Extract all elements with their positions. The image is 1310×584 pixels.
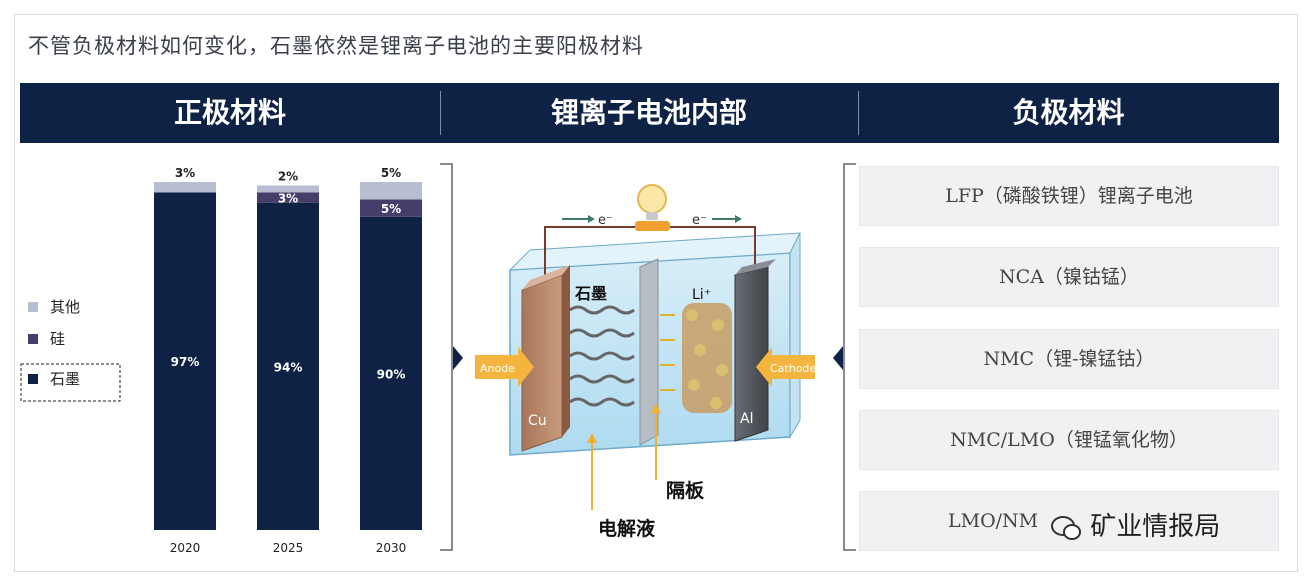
material-item: LFP（磷酸铁锂）锂离子电池 bbox=[859, 166, 1279, 226]
lithium-ion-arrows bbox=[660, 314, 675, 391]
electrolyte-label: 电解液 bbox=[598, 517, 656, 540]
material-item: LMO/NM bbox=[859, 491, 1279, 551]
x-tick-label: 2020 bbox=[170, 541, 201, 555]
section-divider bbox=[440, 91, 441, 135]
wechat-icon bbox=[1051, 515, 1081, 540]
separator-plate bbox=[639, 258, 659, 446]
legend-highlight-box bbox=[20, 363, 121, 402]
bar-segment-2030 bbox=[360, 182, 422, 200]
legend-swatch bbox=[28, 302, 38, 312]
data-label: 97% bbox=[171, 355, 200, 369]
section-header-bar: 正极材料 锂离子电池内部 负极材料 bbox=[20, 83, 1279, 143]
legend-label: 石墨 bbox=[50, 370, 80, 388]
bar-segment-2025 bbox=[257, 202, 319, 530]
al-label: Al bbox=[740, 411, 753, 427]
data-label: 3% bbox=[175, 166, 195, 180]
x-tick-label: 2030 bbox=[376, 541, 407, 555]
section-divider bbox=[858, 91, 859, 135]
bar-segment-2030 bbox=[360, 199, 422, 217]
section-cathode-title: 正极材料 bbox=[173, 96, 286, 129]
electron-label-right: e⁻ bbox=[692, 213, 707, 228]
electron-label-left: e⁻ bbox=[598, 213, 613, 228]
section-anode-title: 负极材料 bbox=[1012, 96, 1125, 129]
legend-swatch bbox=[28, 334, 38, 344]
svg-text:Cathode: Cathode bbox=[770, 362, 816, 375]
bar-segment-2025 bbox=[257, 185, 319, 193]
bar-segment-2030 bbox=[360, 216, 422, 531]
section-battery-title: 锂离子电池内部 bbox=[550, 96, 747, 129]
legend-label: 硅 bbox=[50, 330, 65, 348]
bracket-right bbox=[833, 163, 856, 551]
graphite-label: 石墨 bbox=[574, 284, 607, 303]
watermark-text: 矿业情报局 bbox=[1090, 512, 1221, 542]
material-item: NMC（锂-镍锰钴） bbox=[859, 329, 1279, 389]
data-label: 2% bbox=[278, 169, 298, 183]
headline: 不管负极材料如何变化，石墨依然是锂离子电池的主要阳极材料 bbox=[28, 34, 644, 58]
wire-left bbox=[544, 226, 635, 280]
bar-segment-2020 bbox=[154, 182, 216, 193]
separator-label: 隔板 bbox=[666, 479, 705, 502]
cathode-crystal-cluster bbox=[682, 303, 732, 413]
light-bulb-icon bbox=[635, 184, 670, 231]
material-item: NMC/LMO（锂锰氧化物） bbox=[859, 410, 1279, 470]
legend-swatch bbox=[28, 374, 38, 384]
anode-tag: Anode bbox=[475, 347, 534, 387]
bar-segment-2025 bbox=[257, 192, 319, 203]
li-label: Li⁺ bbox=[692, 287, 711, 303]
legend-label: 其他 bbox=[50, 298, 80, 316]
wire-right bbox=[670, 226, 756, 280]
battery-diagram: e⁻ e⁻ Cu Al 石墨 Li⁺ Anode bbox=[475, 184, 816, 540]
cu-label: Cu bbox=[528, 413, 547, 429]
svg-text:Anode: Anode bbox=[480, 362, 515, 375]
bracket-left bbox=[440, 163, 463, 551]
material-item: NCA（镍钴锰） bbox=[859, 247, 1279, 307]
data-label: 3% bbox=[278, 192, 298, 206]
watermark: 矿业情报局 bbox=[1050, 506, 1220, 543]
x-tick-label: 2025 bbox=[273, 541, 304, 555]
data-label: 94% bbox=[274, 360, 303, 374]
data-label: 5% bbox=[381, 202, 401, 216]
graphite-layers bbox=[569, 305, 635, 407]
bar-segment-2020 bbox=[154, 192, 216, 530]
cathode-tag: Cathode bbox=[756, 347, 816, 387]
data-label: 90% bbox=[377, 367, 406, 381]
data-label: 5% bbox=[381, 166, 401, 180]
